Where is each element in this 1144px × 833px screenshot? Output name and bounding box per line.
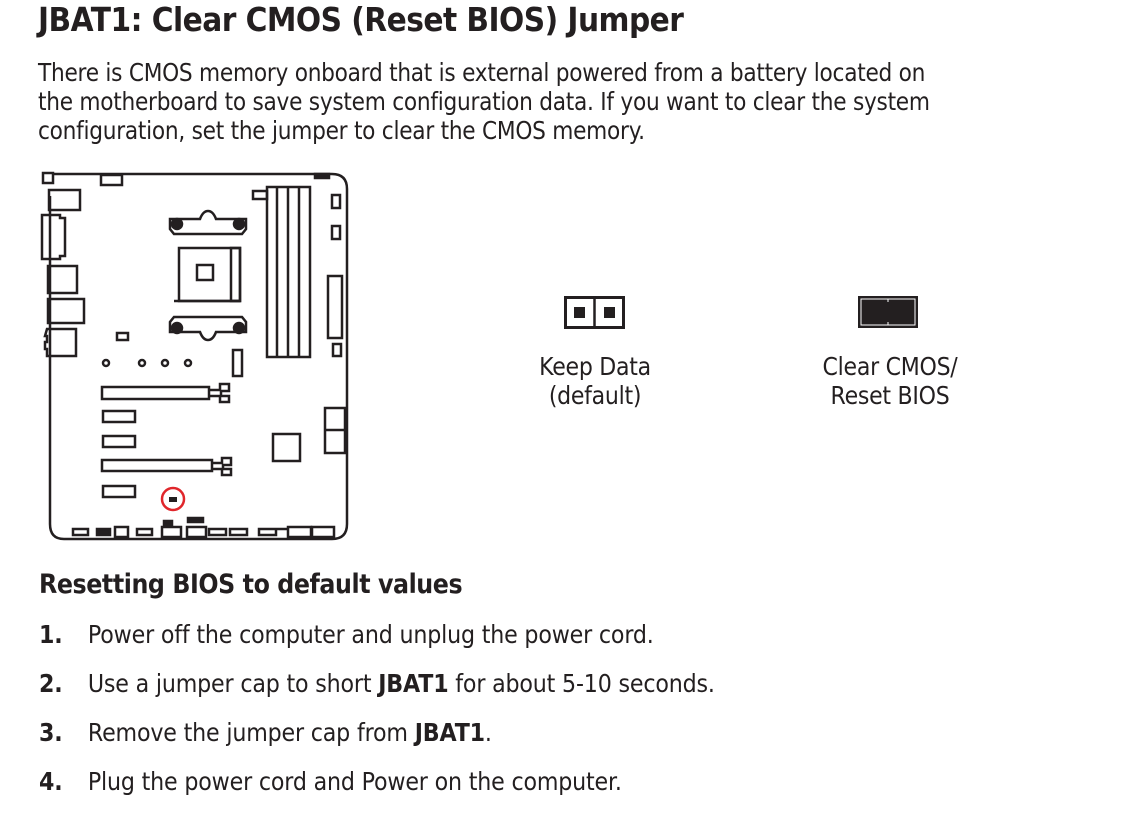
pcie-x1-slot [101, 484, 137, 499]
step-text-bold: JBAT1 [378, 669, 449, 698]
cooler-bracket-top [168, 209, 248, 236]
step-number: 1. [39, 620, 63, 649]
page-title: JBAT1: Clear CMOS (Reset BIOS) Jumper [38, 0, 684, 39]
atx-power-connector [326, 274, 344, 340]
header [99, 173, 124, 187]
pcie-x1-slot [101, 409, 137, 424]
io-port-audio [43, 327, 78, 358]
io-port [46, 297, 86, 325]
jumper-open-icon [564, 296, 625, 329]
intro-line: the motherboard to save system configura… [38, 87, 930, 116]
jumper-label-line: Reset BIOS [830, 381, 950, 410]
step-item: 3. Remove the jumper cap from JBAT1. [39, 717, 492, 749]
jumper-shorted-icon [858, 296, 918, 328]
cooler-bracket-bottom [168, 315, 248, 342]
cpu-die [195, 263, 215, 282]
jumper-label-line: Keep Data [539, 352, 651, 381]
step-text: Power off the computer and unplug the po… [87, 620, 654, 649]
highlight-circle [160, 486, 186, 512]
io-port [41, 171, 55, 185]
step-number: 2. [39, 669, 63, 698]
step-item: 2. Use a jumper cap to short JBAT1 for ab… [39, 668, 715, 700]
pcie-x16-slot [100, 385, 211, 401]
pcie-x16-slot [100, 458, 214, 473]
board-outline [48, 172, 349, 541]
m2-slot [231, 348, 244, 378]
step-text: for about 5-10 seconds. [448, 669, 715, 698]
step-text: Use a jumper cap to short [87, 669, 379, 698]
step-text: Plug the power cord and Power on the com… [87, 767, 622, 796]
io-port [47, 188, 82, 212]
pcie-x1-slot [101, 434, 137, 449]
io-port [46, 264, 79, 295]
intro-paragraph: There is CMOS memory onboard that is ext… [38, 58, 1056, 145]
step-text: Remove the jumper cap from [87, 718, 415, 747]
step-number: 3. [39, 718, 63, 747]
chipset [271, 432, 302, 463]
jbat1-location [160, 486, 186, 512]
cpu-socket-lever [229, 246, 242, 303]
step-item: 4. Plug the power cord and Power on the c… [39, 766, 622, 798]
step-item: 1. Power off the computer and unplug the … [39, 619, 654, 651]
intro-line: configuration, set the jumper to clear t… [38, 116, 645, 145]
jbat1-header [169, 497, 177, 502]
jumper-label-keep-data: Keep Data (default) [514, 352, 676, 410]
header [251, 189, 269, 201]
io-port-vga [40, 213, 67, 261]
step-text-bold: JBAT1 [414, 718, 485, 747]
intro-line: There is CMOS memory onboard that is ext… [38, 58, 926, 87]
step-number: 4. [39, 767, 63, 796]
motherboard-diagram [40, 171, 349, 541]
jumper-label-line: (default) [548, 381, 642, 410]
section-heading: Resetting BIOS to default values [39, 569, 463, 600]
jumper-label-clear-cmos: Clear CMOS/ Reset BIOS [800, 352, 980, 410]
step-text: . [484, 718, 492, 747]
jumper-label-line: Clear CMOS/ [822, 352, 958, 381]
